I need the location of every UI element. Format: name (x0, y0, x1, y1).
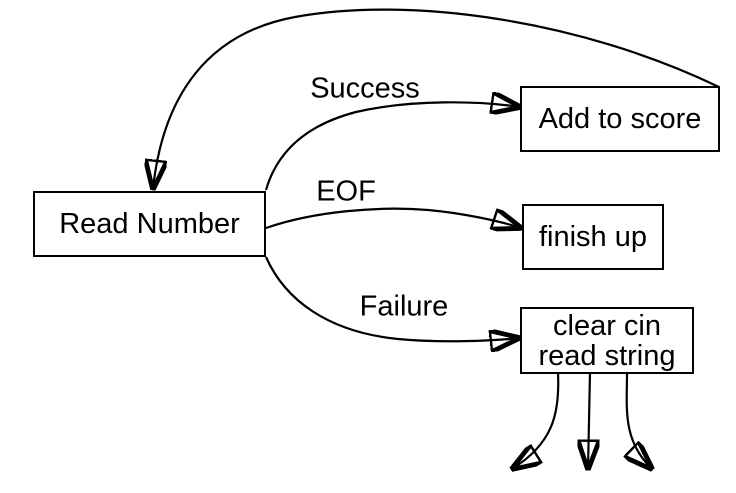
edge-exit-right-arrow (627, 372, 652, 469)
node-add-to-score: Add to score (520, 86, 720, 152)
edge-label-eof: EOF (316, 175, 376, 208)
edge-exit-middle-arrow (588, 372, 590, 469)
edge-loop-add-to-score-to-read-number (153, 8, 720, 189)
node-read-number-label: Read Number (59, 208, 240, 240)
node-finish-up-label: finish up (538, 221, 647, 253)
node-clear-cin-label-line2: read string (538, 339, 676, 372)
edge-success-arrow (264, 102, 520, 191)
edge-eof-arrow (265, 207, 521, 228)
node-clear-cin-label-line1: clear cin (553, 309, 661, 342)
edge-exit-left-arrow (512, 372, 560, 469)
edge-label-failure: Failure (359, 290, 449, 323)
node-finish-up: finish up (522, 204, 664, 270)
node-read-number: Read Number (33, 191, 266, 257)
node-add-to-score-label: Add to score (538, 103, 702, 135)
edge-failure-arrow (264, 256, 519, 341)
edge-label-success: Success (310, 72, 420, 105)
node-clear-cin-read-string: clear cin read string (520, 307, 694, 374)
